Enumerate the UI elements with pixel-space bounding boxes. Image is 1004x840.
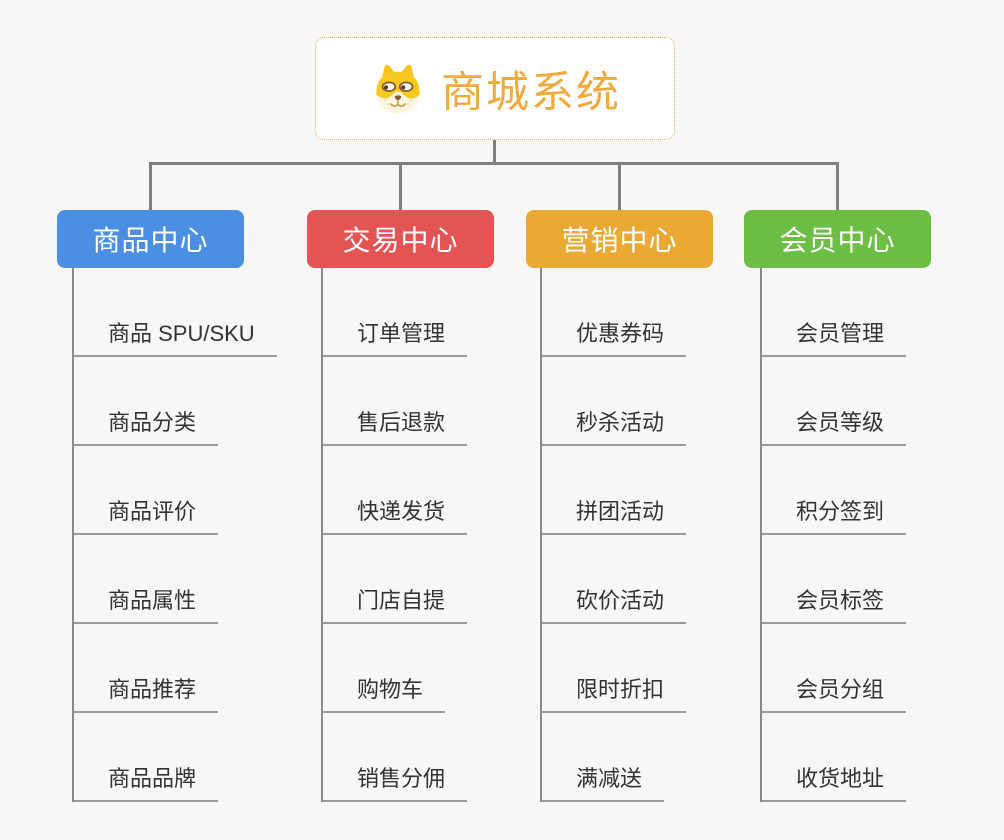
leaf-topic-node[interactable]: 会员管理 [762, 321, 907, 357]
leaf-topic-node[interactable]: 购物车 [323, 677, 446, 713]
leaf-topic-node[interactable]: 积分签到 [762, 499, 907, 535]
leaf-topic-node[interactable]: 商品分类 [74, 410, 219, 446]
leaf-topic-node[interactable]: 收货地址 [762, 766, 907, 802]
branch-children-column-member: 会员管理 会员等级 积分签到 会员标签 会员分组 收货地址 [760, 268, 1004, 802]
leaf-topic-node[interactable]: 会员分组 [762, 677, 907, 713]
connector-drop-branch-2 [618, 162, 621, 210]
leaf-topic-node[interactable]: 商品品牌 [74, 766, 219, 802]
leaf-topic-node[interactable]: 拼团活动 [542, 499, 687, 535]
connector-drop-branch-3 [836, 162, 839, 210]
branch-children-column-marketing: 优惠券码 秒杀活动 拼团活动 砍价活动 限时折扣 满减送 [540, 268, 800, 802]
dog-face-icon [369, 62, 427, 116]
leaf-topic-node[interactable]: 满减送 [542, 766, 665, 802]
leaf-topic-node[interactable]: 商品评价 [74, 499, 219, 535]
branch-children-column-trade: 订单管理 售后退款 快递发货 门店自提 购物车 销售分佣 [321, 268, 581, 802]
leaf-topic-node[interactable]: 秒杀活动 [542, 410, 687, 446]
leaf-topic-node[interactable]: 售后退款 [323, 410, 468, 446]
connector-root-stub [493, 140, 496, 163]
leaf-topic-node[interactable]: 砍价活动 [542, 588, 687, 624]
connector-rail [149, 162, 839, 165]
leaf-topic-node[interactable]: 商品推荐 [74, 677, 219, 713]
connector-drop-branch-1 [399, 162, 402, 210]
branch-node-marketing[interactable]: 营销中心 [526, 210, 713, 268]
leaf-topic-node[interactable]: 商品属性 [74, 588, 219, 624]
branch-node-trade[interactable]: 交易中心 [307, 210, 494, 268]
leaf-topic-node[interactable]: 销售分佣 [323, 766, 468, 802]
leaf-topic-node[interactable]: 快递发货 [323, 499, 468, 535]
leaf-topic-node[interactable]: 会员等级 [762, 410, 907, 446]
leaf-topic-node[interactable]: 会员标签 [762, 588, 907, 624]
branch-node-member[interactable]: 会员中心 [744, 210, 931, 268]
leaf-topic-node[interactable]: 门店自提 [323, 588, 468, 624]
leaf-topic-node[interactable]: 订单管理 [323, 321, 468, 357]
root-topic-title: 商城系统 [441, 68, 621, 117]
branch-node-product[interactable]: 商品中心 [57, 210, 244, 268]
leaf-topic-node[interactable]: 优惠券码 [542, 321, 687, 357]
leaf-topic-node[interactable]: 限时折扣 [542, 677, 687, 713]
leaf-topic-node[interactable]: 商品 SPU/SKU [74, 321, 277, 357]
connector-drop-branch-0 [149, 162, 152, 210]
root-topic-node[interactable]: 商城系统 [315, 37, 675, 140]
branch-children-column-product: 商品 SPU/SKU 商品分类 商品评价 商品属性 商品推荐 商品品牌 [72, 268, 332, 802]
